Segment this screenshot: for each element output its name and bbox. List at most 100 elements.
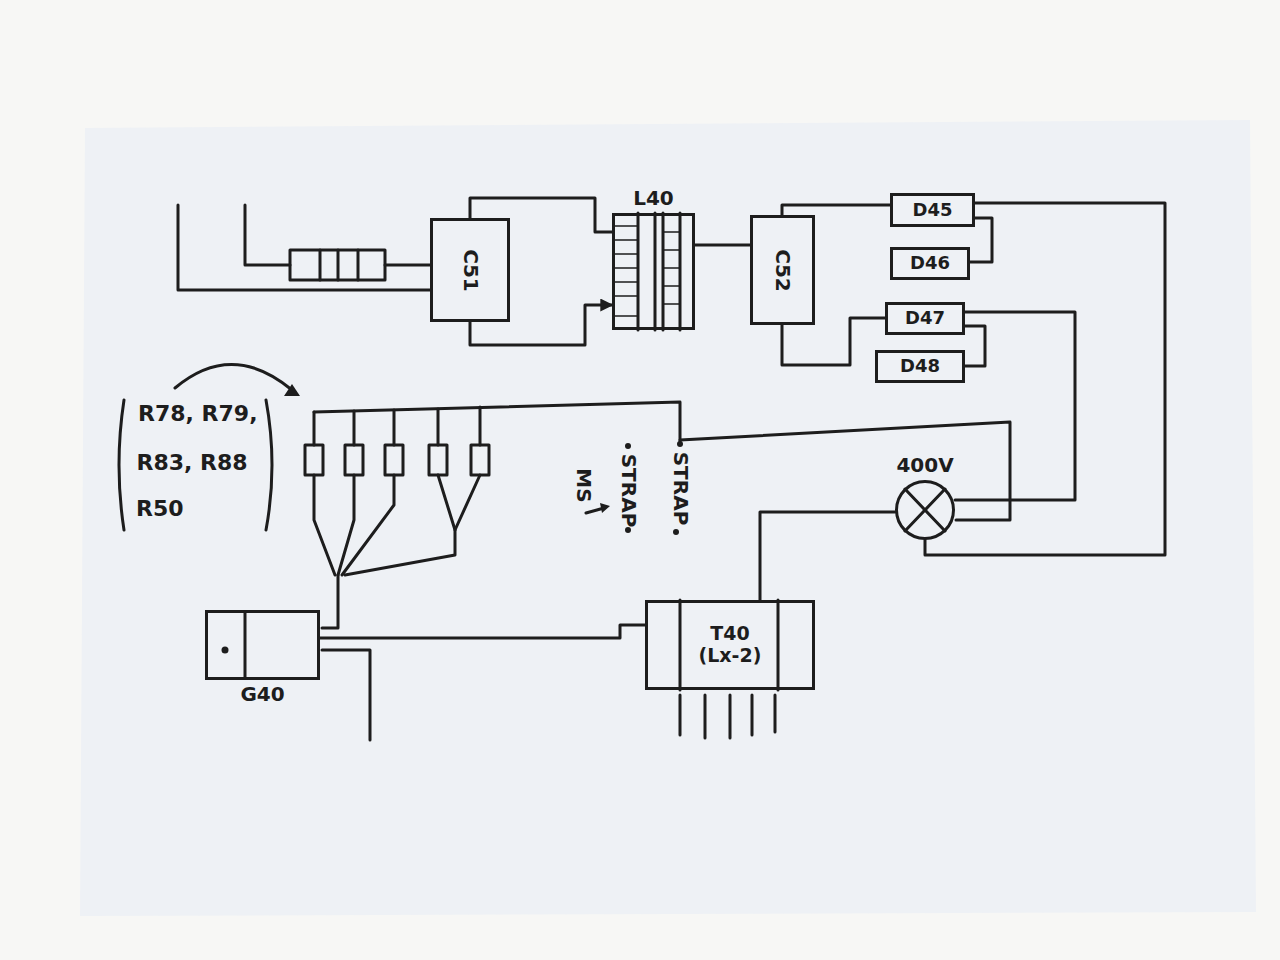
- transformer-divider: [679, 600, 682, 690]
- component-label: G40: [240, 683, 284, 706]
- lamp-cross: [905, 489, 945, 531]
- transformer-divider: [777, 600, 780, 690]
- pointer-arrowhead: [600, 503, 610, 513]
- lamp-cross: [905, 489, 945, 531]
- resistor-symbol: [385, 445, 403, 475]
- coil-hatch: [664, 249, 679, 251]
- generator-divider: [244, 612, 247, 678]
- resistor-symbol: [471, 445, 489, 475]
- resistor-return: [322, 575, 338, 628]
- coil-hatching: [614, 226, 679, 316]
- resistor-lead: [393, 410, 396, 445]
- transformer-pin: [679, 695, 682, 735]
- wire-connector: [782, 318, 885, 365]
- wire-connector: [965, 326, 985, 366]
- component-label: T40: [710, 623, 749, 645]
- ink-wires: [119, 205, 1010, 740]
- part-label: R78, R79,: [138, 401, 258, 426]
- coil-hatch: [664, 303, 679, 305]
- coil-hatch: [614, 315, 637, 317]
- diode-box: D46: [890, 247, 970, 280]
- coil-stripe: [662, 213, 665, 330]
- coil-stripe: [679, 213, 682, 330]
- diode-box: D48: [875, 350, 965, 383]
- diode-box: D45: [890, 193, 975, 227]
- coil-hatch: [614, 281, 637, 283]
- resistor-lead: [437, 409, 440, 445]
- component-label: L40: [633, 187, 674, 210]
- component-label: 400V: [896, 454, 953, 477]
- block-divider: [337, 250, 340, 280]
- resistor-symbol: [429, 445, 447, 475]
- block-divider: [319, 250, 322, 280]
- wire-connector: [760, 512, 895, 600]
- block-divider: [357, 250, 360, 280]
- resistor-lead: [353, 411, 356, 445]
- part-label: R50: [136, 496, 184, 521]
- resistor-bus: [314, 402, 680, 443]
- wire-connector: [470, 305, 612, 345]
- ground-wire: [322, 650, 370, 740]
- coil-hatch: [614, 295, 637, 297]
- transformer-pin: [751, 695, 754, 735]
- strap-label: STRAP: [617, 453, 640, 527]
- connector-block: [290, 250, 385, 280]
- strap-label: STRAP: [669, 451, 692, 525]
- strap-label: MS: [572, 468, 595, 502]
- coil-hatch: [614, 225, 637, 227]
- transformer-box: T40(Lx-2): [645, 600, 815, 690]
- coil-hatch: [664, 231, 679, 233]
- coil-stripe: [654, 213, 657, 330]
- generator-dot: [222, 647, 229, 654]
- resistor-symbol: [305, 445, 323, 475]
- wire-connector: [955, 312, 1075, 500]
- part-label: R83, R88: [137, 450, 248, 475]
- resistor-lead: [314, 475, 335, 575]
- strap-terminal: [625, 527, 631, 533]
- strap-terminal: [673, 529, 679, 535]
- wire-connector: [320, 625, 645, 638]
- strap-terminal: [625, 443, 631, 449]
- coil-hatch: [664, 285, 679, 287]
- component-label: D46: [910, 253, 950, 274]
- block-wire: [385, 264, 430, 267]
- wire-connector: [925, 203, 1165, 555]
- bracket: [266, 400, 272, 530]
- bracket: [119, 400, 124, 530]
- resistor-symbol: [345, 445, 363, 475]
- capacitor-box: C52: [750, 215, 815, 325]
- transformer-pin: [704, 695, 707, 738]
- component-label: (Lx-2): [699, 645, 762, 667]
- coil-stripe: [637, 213, 640, 330]
- strap-wire: [680, 422, 1010, 520]
- resistor-lead: [342, 475, 394, 575]
- component-label: C51: [458, 249, 481, 292]
- resistor-lead: [313, 412, 316, 445]
- transformer-pin: [729, 695, 732, 738]
- component-label: D48: [900, 356, 940, 377]
- component-label: D47: [905, 308, 945, 329]
- input-wire: [245, 205, 290, 265]
- paper-sheet: [80, 120, 1256, 916]
- generator-box: G40: [205, 610, 320, 680]
- wire-connector: [695, 244, 750, 247]
- resistor-lead: [479, 407, 482, 445]
- wire-connector: [782, 205, 890, 215]
- coil-hatch: [614, 267, 637, 269]
- transformer-pin: [774, 695, 777, 732]
- diode-box: D47: [885, 302, 965, 335]
- resistor-lead: [345, 475, 480, 575]
- leader-arrow: [175, 364, 292, 390]
- wire-connector: [470, 198, 612, 232]
- coil-hatch: [664, 267, 679, 269]
- coil-hatch: [614, 253, 637, 255]
- component-label: D45: [913, 200, 953, 221]
- coil-box: L40: [612, 213, 695, 330]
- input-wire: [178, 205, 430, 290]
- strap-terminal: [677, 441, 683, 447]
- capacitor-box: C51: [430, 218, 510, 322]
- coil-hatch: [614, 239, 637, 241]
- resistor-lead: [438, 475, 455, 530]
- component-label: C52: [771, 249, 794, 292]
